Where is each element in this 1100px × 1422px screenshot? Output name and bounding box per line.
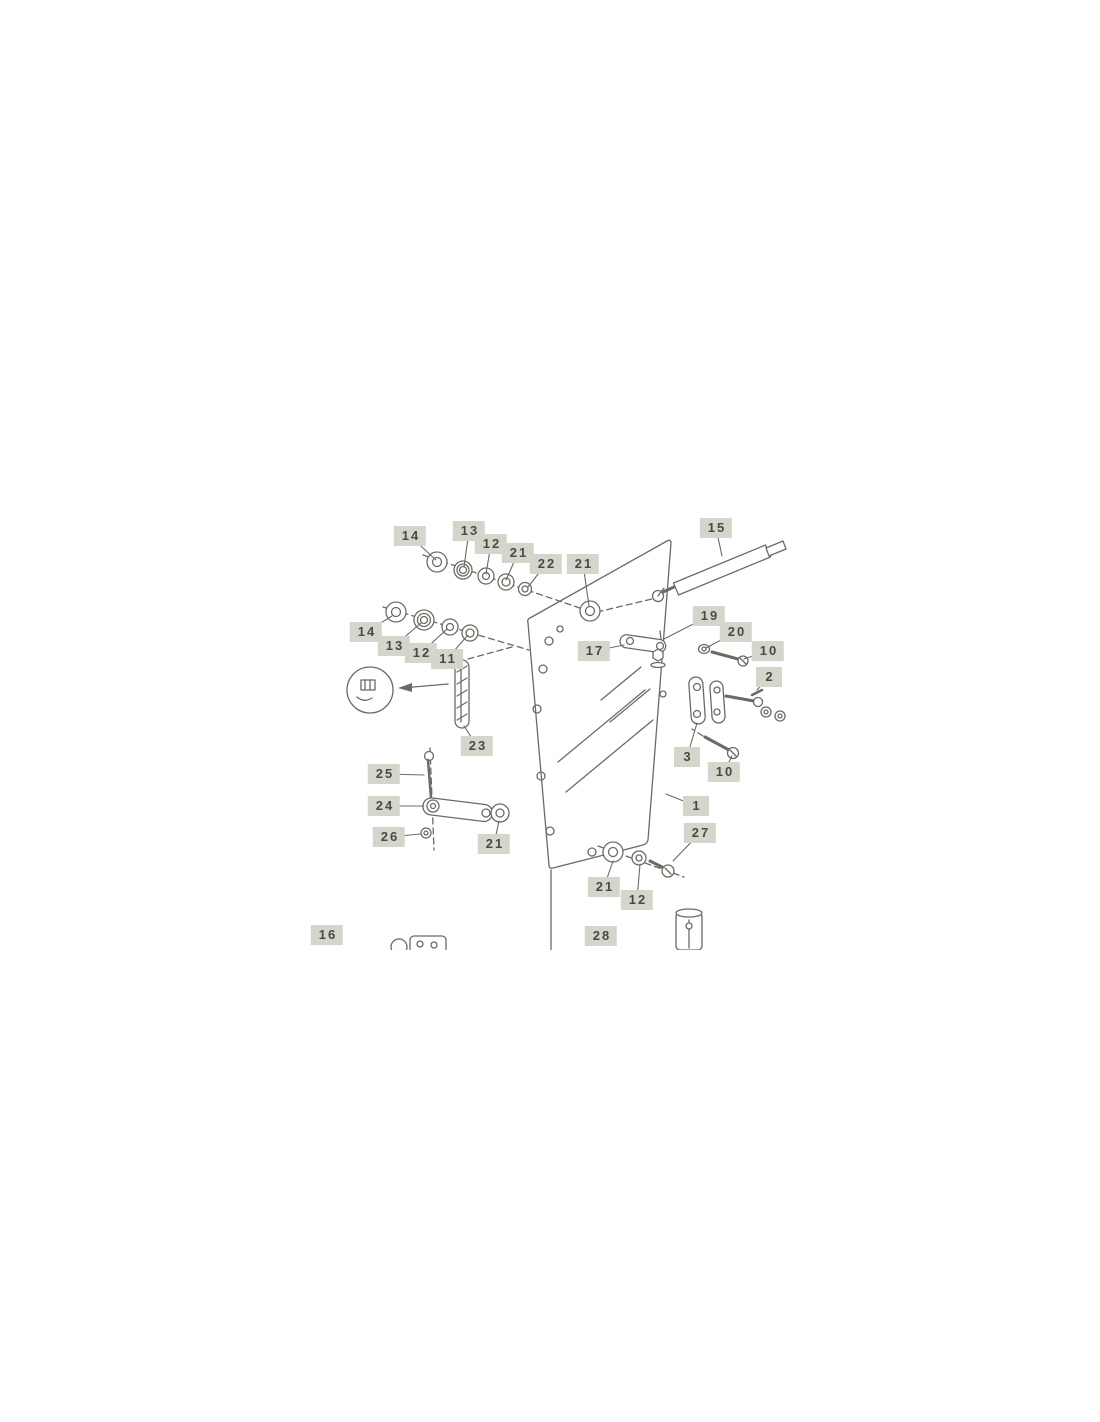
hinge-plates — [688, 676, 726, 725]
leader-line-13 — [393, 622, 422, 647]
leader-line-14 — [365, 615, 393, 633]
leader-line-3 — [686, 722, 698, 758]
part16-partial — [390, 938, 408, 950]
leader-line-10 — [743, 650, 769, 660]
leader-line-20 — [705, 631, 737, 649]
leader-line-11 — [446, 634, 469, 660]
gas-strut — [651, 540, 787, 603]
latch-pin — [426, 758, 433, 800]
pivot-bracket — [619, 630, 667, 669]
glass-reflection-lines — [557, 666, 654, 793]
leader-line-27 — [672, 832, 701, 862]
bushing-row-lower — [385, 601, 479, 642]
lower-screw — [703, 735, 740, 760]
leader-line-21 — [493, 820, 500, 845]
leader-line-10 — [723, 755, 733, 773]
latch-assembly — [420, 750, 510, 839]
leader-line-25 — [383, 773, 425, 776]
detail-view — [346, 666, 394, 714]
hinge-fasteners — [724, 688, 786, 722]
leader-line-15 — [715, 527, 723, 557]
leader-line-23 — [463, 725, 478, 747]
latch-pin-head — [423, 750, 435, 762]
leader-line-17 — [593, 644, 625, 652]
leader-line-1 — [665, 793, 697, 807]
assembly-axes — [382, 554, 704, 878]
leader-line-12 — [636, 863, 641, 901]
bottom-fasteners — [602, 841, 675, 878]
panel-grommet — [579, 600, 601, 622]
leader-line-22 — [527, 563, 547, 588]
leader-line-21 — [603, 860, 614, 888]
leader-line-12 — [420, 628, 448, 654]
leader-line-26 — [388, 833, 421, 838]
glass-panel — [527, 539, 672, 869]
bottom-partial-parts — [390, 869, 703, 950]
leader-line-14 — [409, 535, 437, 561]
leader-line-2 — [756, 676, 770, 691]
detail-arrow — [398, 683, 449, 692]
window-strip — [454, 659, 470, 729]
leader-line-19 — [663, 615, 710, 640]
leader-lines — [365, 527, 770, 901]
bushing-row-upper — [426, 551, 533, 597]
